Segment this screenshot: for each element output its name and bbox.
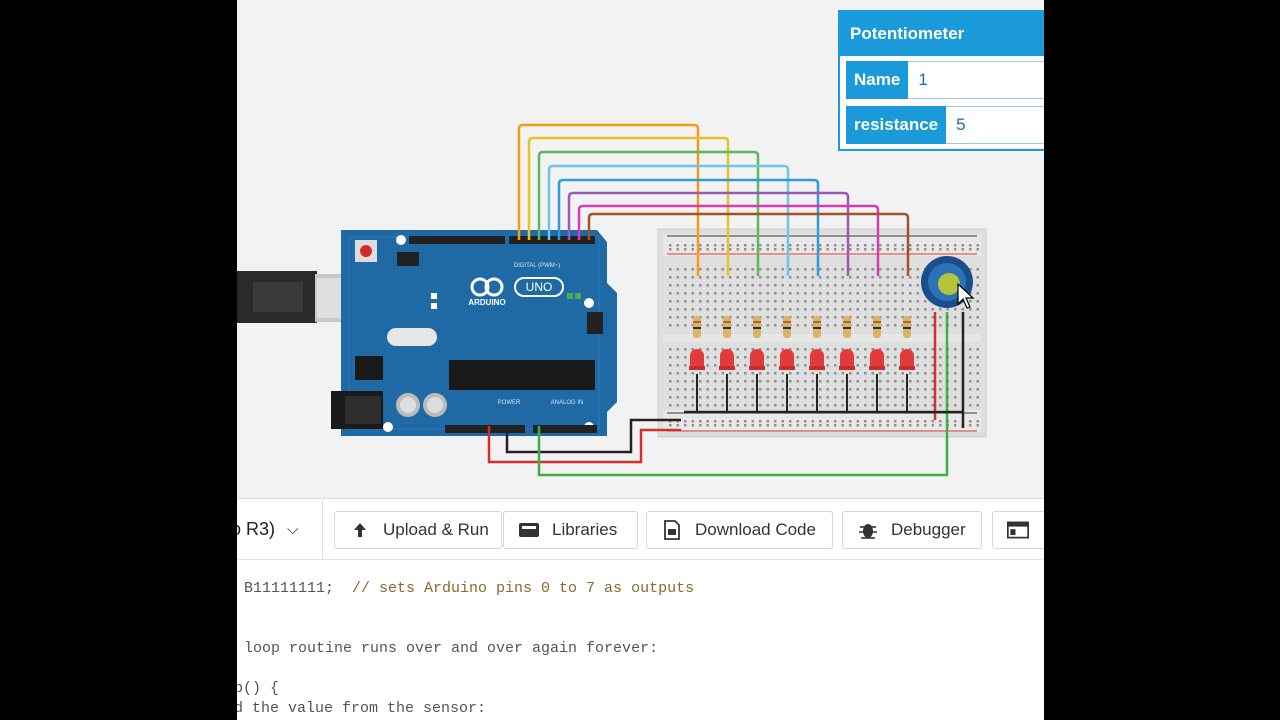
signal-wire[interactable] [537, 150, 760, 276]
arduino-uno-board[interactable]: ARDUINO UNO DIGITAL (PWM~) POWER ANALOG … [331, 230, 617, 436]
code-toolbar: o R3) ⌵ Upload & Run Libraries Download … [237, 498, 1044, 560]
libraries-label: Libraries [552, 520, 618, 539]
debugger-label: Debugger [891, 520, 966, 539]
tinkercad-editor: ARDUINO UNO DIGITAL (PWM~) POWER ANALOG … [237, 0, 1044, 720]
download-code-button[interactable]: Download Code [646, 511, 833, 549]
signal-wire[interactable] [527, 136, 730, 276]
code-editor[interactable]: B11111111; // sets Arduino pins 0 to 7 a… [237, 560, 1044, 720]
board-select-value: o R3) [237, 518, 276, 539]
download-code-label: Download Code [695, 520, 816, 539]
upload-run-button[interactable]: Upload & Run [334, 511, 502, 549]
code-line: B11111111; // sets Arduino pins 0 to 7 a… [244, 580, 695, 597]
mouse-cursor [957, 282, 975, 309]
component-inspector: Potentiometer Name 1 resistance 5 [838, 10, 1044, 151]
serial-monitor-button[interactable] [992, 511, 1044, 549]
board-header-analog: ANALOG IN [551, 400, 584, 406]
signal-wire[interactable] [567, 191, 850, 276]
libraries-button[interactable]: Libraries [503, 511, 638, 549]
toolbar-divider [322, 501, 323, 559]
inspector-name-row: Name 1 [846, 61, 1044, 99]
inspector-name-label: Name [846, 61, 909, 99]
board-select[interactable]: o R3) ⌵ [237, 509, 298, 549]
code-line: loop routine runs over and over again fo… [244, 640, 659, 657]
signal-wire[interactable] [587, 212, 910, 276]
wires [517, 123, 910, 276]
upload-run-label: Upload & Run [383, 520, 489, 539]
bug-icon [857, 520, 879, 540]
led[interactable] [840, 349, 854, 366]
debugger-button[interactable]: Debugger [842, 511, 982, 549]
led[interactable] [690, 349, 704, 366]
led[interactable] [780, 349, 794, 366]
led[interactable] [870, 349, 884, 366]
download-file-icon [661, 520, 683, 540]
circuit-canvas[interactable]: ARDUINO UNO DIGITAL (PWM~) POWER ANALOG … [237, 0, 1044, 498]
serial-monitor-icon [1007, 520, 1029, 540]
board-model: UNO [526, 280, 553, 294]
led[interactable] [720, 349, 734, 366]
signal-wire[interactable] [577, 204, 880, 276]
signal-wire[interactable] [547, 164, 790, 276]
board-brand: ARDUINO [468, 298, 505, 307]
led[interactable] [810, 349, 824, 366]
inspector-name-field[interactable]: 1 [908, 61, 1044, 99]
led[interactable] [750, 349, 764, 366]
inspector-title: Potentiometer [840, 12, 1044, 56]
inspector-resistance-row: resistance 5 [846, 106, 1044, 144]
code-line: d the value from the sensor: [237, 700, 487, 717]
led[interactable] [900, 349, 914, 366]
circuit-drawing: ARDUINO UNO DIGITAL (PWM~) POWER ANALOG … [237, 123, 987, 477]
power-wires [487, 312, 965, 477]
board-header-power: POWER [498, 400, 521, 406]
led-array [689, 316, 915, 412]
signal-wire[interactable] [557, 178, 820, 276]
inspector-resistance-label: resistance [846, 106, 947, 144]
code-line: p() { [237, 680, 280, 697]
chevron-down-icon: ⌵ [287, 520, 299, 538]
board-header-digital: DIGITAL (PWM~) [514, 263, 561, 269]
libraries-box-icon [518, 521, 540, 539]
signal-wire[interactable] [517, 123, 700, 276]
upload-arrow-icon [349, 522, 371, 538]
inspector-resistance-field[interactable]: 5 [946, 106, 1044, 144]
